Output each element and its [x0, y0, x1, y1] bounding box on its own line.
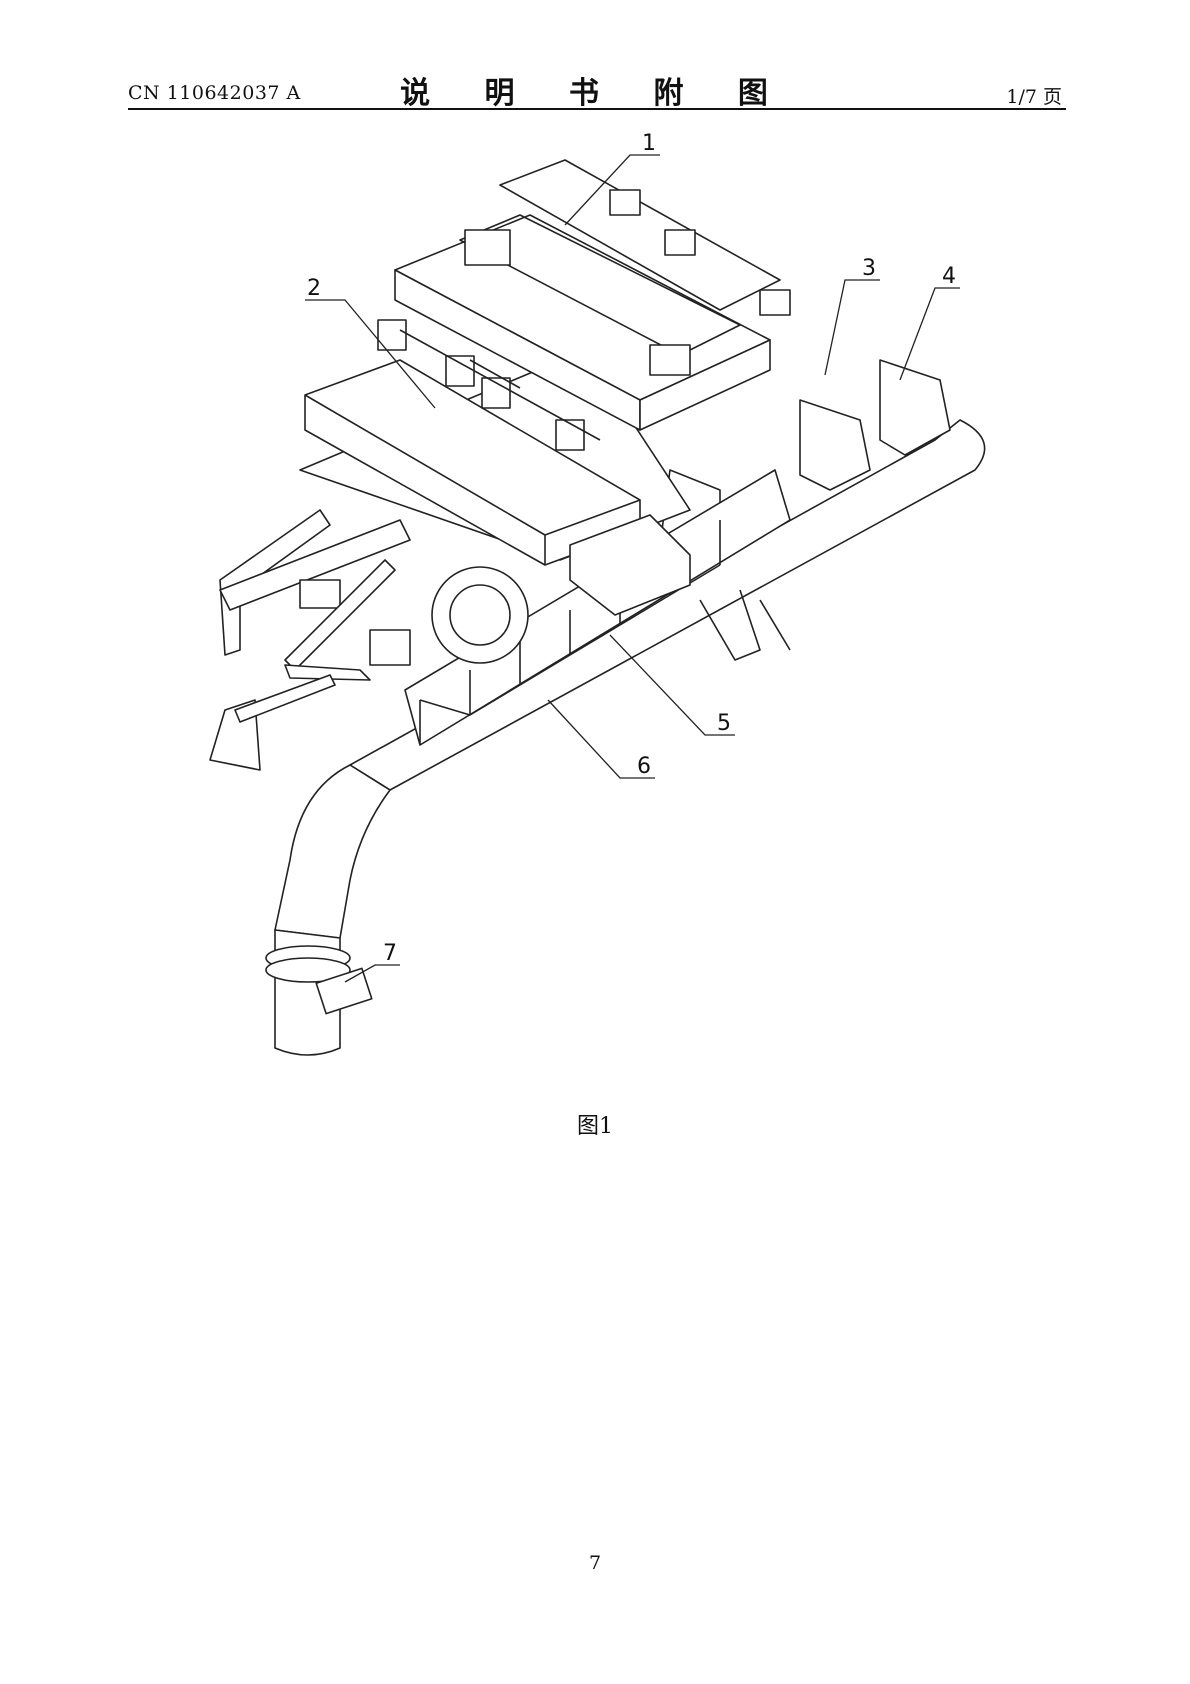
callout-4: 4 [942, 264, 956, 289]
clamp-4 [555, 419, 585, 451]
page-number: 7 [588, 1552, 602, 1574]
lug-5 [649, 344, 691, 376]
hydraulic-cylinder [234, 674, 336, 723]
lug-2 [664, 229, 696, 256]
left-block [299, 579, 341, 609]
page-header: CN 110642037 A 说 明 书 附 图 1/7 页 [0, 68, 1190, 112]
header-title: 说 明 书 附 图 [400, 76, 790, 111]
drive-motor [315, 967, 373, 1015]
left-block-lower [369, 629, 411, 666]
coil-drum-inner [449, 584, 511, 646]
clamp-rods [399, 329, 601, 441]
lug-3 [759, 289, 791, 316]
support-legs [699, 589, 791, 661]
left-rail [219, 519, 411, 611]
hopper-back [499, 159, 781, 311]
lug-4 [464, 229, 511, 266]
figure-caption: 图1 [577, 1114, 613, 1139]
lug-1 [609, 189, 641, 216]
callout-5: 5 [717, 711, 731, 736]
callout-7: 7 [383, 941, 397, 966]
side-box-mid [799, 399, 871, 491]
callout-2: 2 [307, 276, 321, 301]
hopper-end [639, 339, 771, 431]
truss-diagonals [419, 564, 721, 716]
callout-1: 1 [642, 131, 656, 156]
callout-labels: 1 2 3 4 5 6 7 [307, 131, 956, 966]
link-bar [284, 664, 371, 681]
side-box-far [879, 359, 951, 456]
callout-3: 3 [862, 256, 876, 281]
document-number: CN 110642037 A [128, 82, 301, 104]
cross-beam-edges [304, 394, 641, 565]
callout-6: 6 [637, 754, 651, 779]
pipe-elbow [274, 764, 391, 939]
end-box [569, 514, 691, 616]
patent-drawing: 1 2 3 4 5 6 7 [0, 120, 1190, 1080]
hopper-inner [459, 214, 741, 356]
pipe-clamp-ring-lower [265, 957, 351, 983]
header-divider [128, 108, 1066, 110]
drawing-svg: 1 2 3 4 5 6 7 [209, 131, 986, 1056]
page-of-count: 1/7 页 [1006, 86, 1062, 108]
leader-lines [305, 154, 960, 983]
